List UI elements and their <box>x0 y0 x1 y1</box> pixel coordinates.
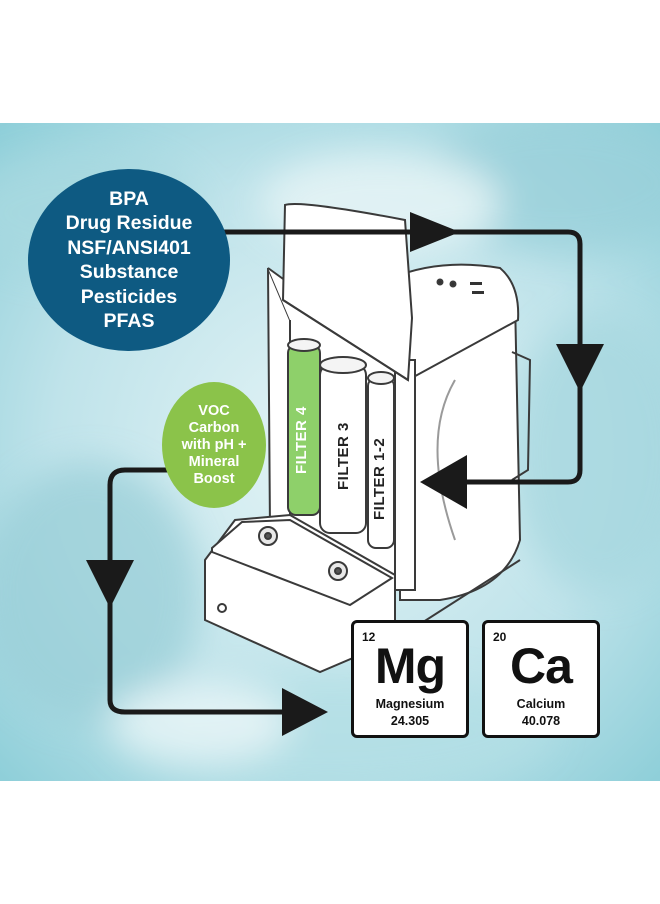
feature-item: with pH + <box>181 436 247 453</box>
filter-cartridges <box>287 338 395 549</box>
atomic-number: 12 <box>362 630 376 644</box>
contaminant-item: Drug Residue <box>65 212 193 234</box>
contaminant-item: Pesticides <box>80 285 178 308</box>
contaminant-item: PFAS <box>103 310 155 332</box>
filter-3-label: FILTER 3 <box>335 422 352 490</box>
arrow-head-down-left <box>86 560 134 608</box>
element-name: Calcium <box>516 697 566 711</box>
feature-item: Mineral <box>188 453 240 470</box>
element-symbol: Ca <box>510 638 573 694</box>
arrow-head-down-right <box>556 344 604 392</box>
drip-tray <box>204 513 521 674</box>
element-symbol: Mg <box>374 638 446 694</box>
feature-item: Boost <box>193 470 235 487</box>
feature-item: Carbon <box>188 419 240 436</box>
atomic-mass: 24.305 <box>390 714 430 728</box>
contaminants-bubble: BPA Drug Residue NSF/ANSI401 Substance P… <box>28 169 230 351</box>
contaminant-item: NSF/ANSI401 <box>67 236 191 259</box>
contaminant-item: BPA <box>109 187 149 210</box>
atomic-mass: 40.078 <box>521 714 561 728</box>
atomic-number: 20 <box>493 630 507 644</box>
open-flap <box>281 203 414 382</box>
filter-4-label: FILTER 4 <box>293 406 310 474</box>
calcium-card: 20 Ca Calcium 40.078 <box>482 620 600 738</box>
magnesium-card: 12 Mg Magnesium 24.305 <box>351 620 469 738</box>
arrow-head-left <box>420 455 467 509</box>
arrow-head-right-bottom <box>282 688 328 736</box>
filter4-features-bubble: VOC Carbon with pH + Mineral Boost <box>162 382 266 508</box>
jug-lid <box>391 263 520 382</box>
arrow-heads <box>86 212 604 736</box>
arrow-head-right-top <box>410 212 460 252</box>
contaminant-item: Substance <box>79 261 179 283</box>
filter-12-label: FILTER 1-2 <box>371 437 388 520</box>
element-name: Magnesium <box>375 697 445 711</box>
feature-item: VOC <box>198 402 230 419</box>
